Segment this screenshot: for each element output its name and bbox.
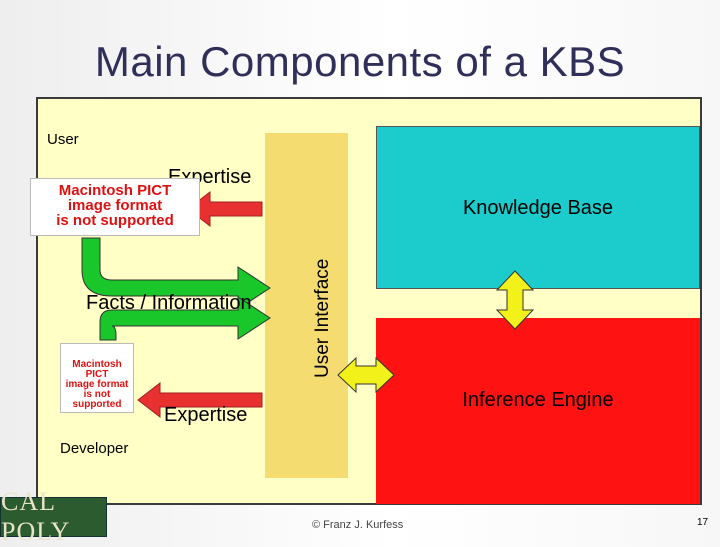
- facts-information-label: Facts / Information: [86, 292, 252, 314]
- inference-engine-box: [376, 318, 700, 504]
- pict-line-1: Macintosh PICT: [72, 359, 122, 380]
- green-arrow-lower: [99, 296, 271, 341]
- green-arrow-upper: [81, 237, 271, 310]
- user-interface-bar: [265, 133, 348, 478]
- developer-label: Developer: [60, 440, 129, 457]
- knowledge-base-box: [376, 126, 700, 289]
- slide-title: Main Components of a KBS: [94, 38, 626, 85]
- user-label: User: [47, 131, 79, 148]
- inference-engine-label: Inference Engine: [462, 389, 614, 411]
- cal-poly-logo: CAL POLY: [0, 487, 107, 546]
- pict-line-1: Macintosh PICT: [58, 182, 172, 199]
- expertise-bottom-label: Expertise: [164, 404, 248, 426]
- page-number: 17: [697, 517, 709, 528]
- knowledge-base-label: Knowledge Base: [462, 197, 614, 219]
- pict-line-3: is not supported: [56, 212, 174, 229]
- logo-text: CAL POLY: [1, 487, 71, 546]
- pict-line-2: image format: [67, 197, 163, 214]
- unsupported-image-placeholder-top: Macintosh PICT image format is not suppo…: [30, 178, 200, 236]
- pict-line-3: is not supported: [72, 389, 122, 410]
- unsupported-image-placeholder-bottom: Macintosh PICT image format is not suppo…: [60, 343, 134, 413]
- yellow-arrow-vertical: [495, 270, 535, 330]
- copyright-footer: © Franz J. Kurfess: [312, 519, 404, 531]
- yellow-arrow-horizontal: [337, 356, 395, 394]
- pict-line-2: image format: [65, 379, 129, 390]
- red-arrow-bottom: [137, 381, 263, 419]
